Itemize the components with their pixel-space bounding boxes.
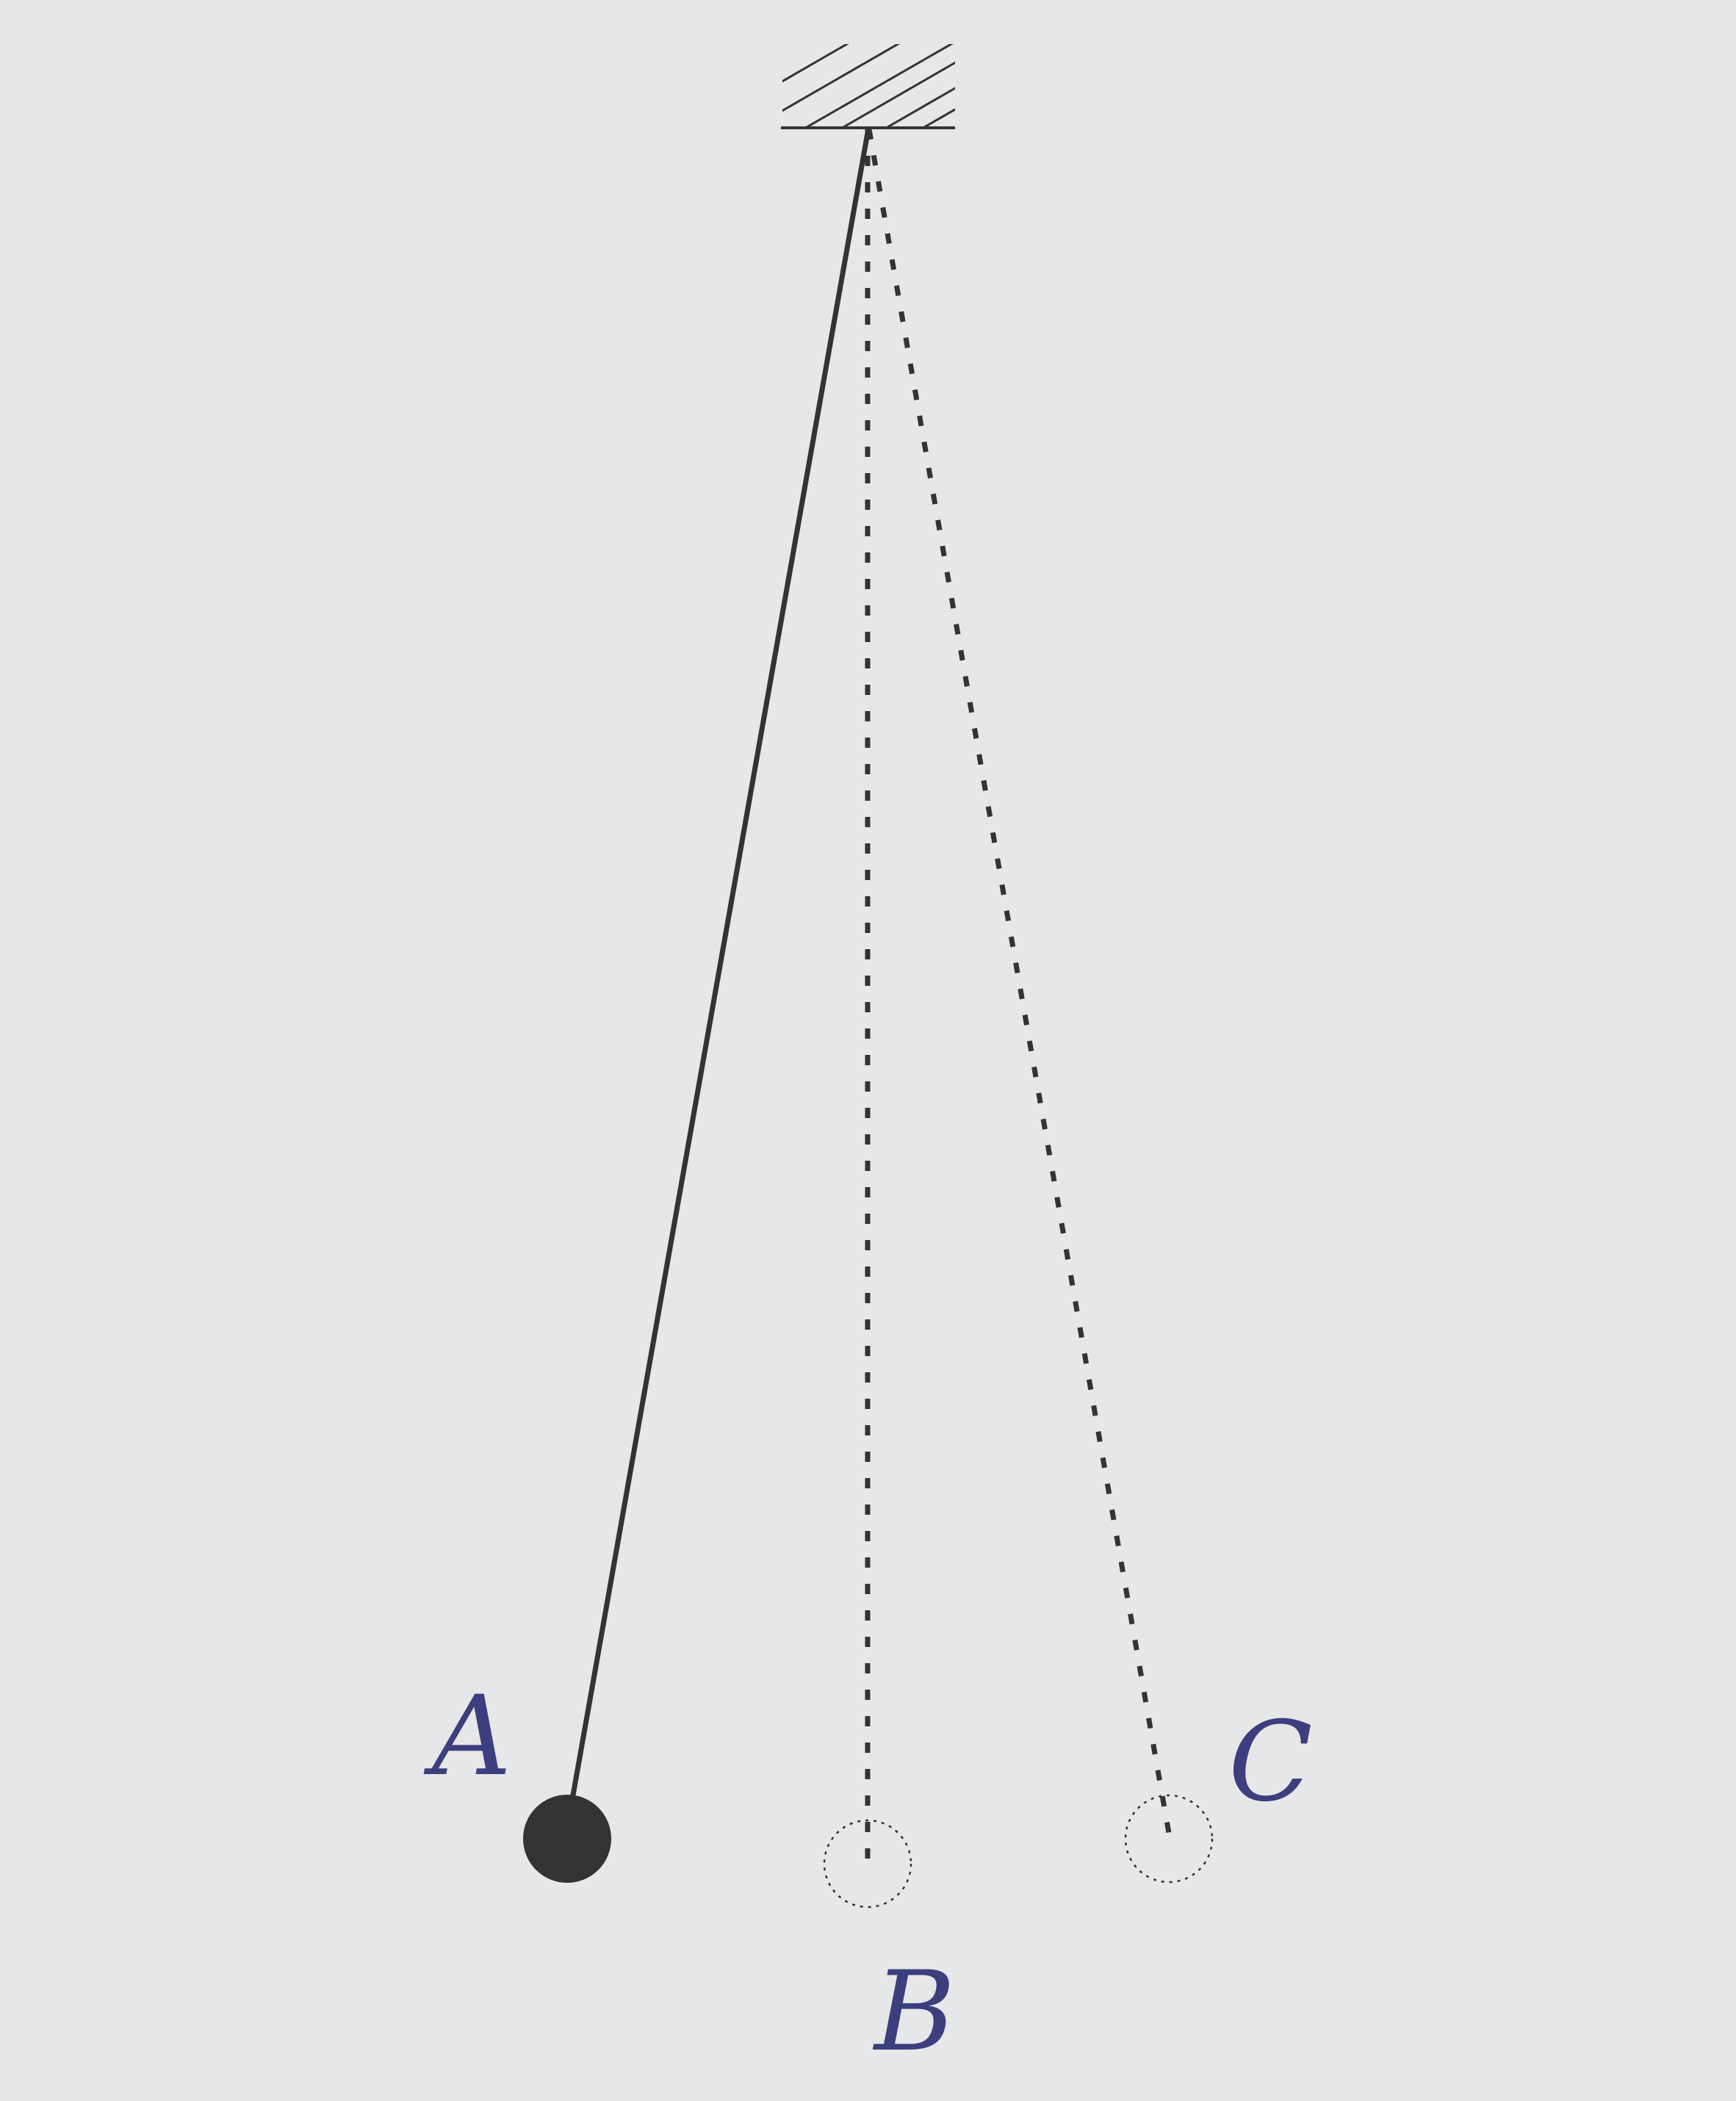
bob-a bbox=[523, 1795, 611, 1883]
label-a: A bbox=[423, 1673, 511, 1801]
label-b: B bbox=[872, 1948, 955, 2076]
label-c: C bbox=[1228, 1698, 1313, 1826]
bob-c-outline bbox=[1124, 1794, 1214, 1884]
bob-b-outline bbox=[823, 1819, 912, 1909]
hatch-icon bbox=[782, 44, 955, 129]
string-to-a bbox=[569, 128, 871, 1804]
ceiling-support bbox=[781, 44, 955, 129]
